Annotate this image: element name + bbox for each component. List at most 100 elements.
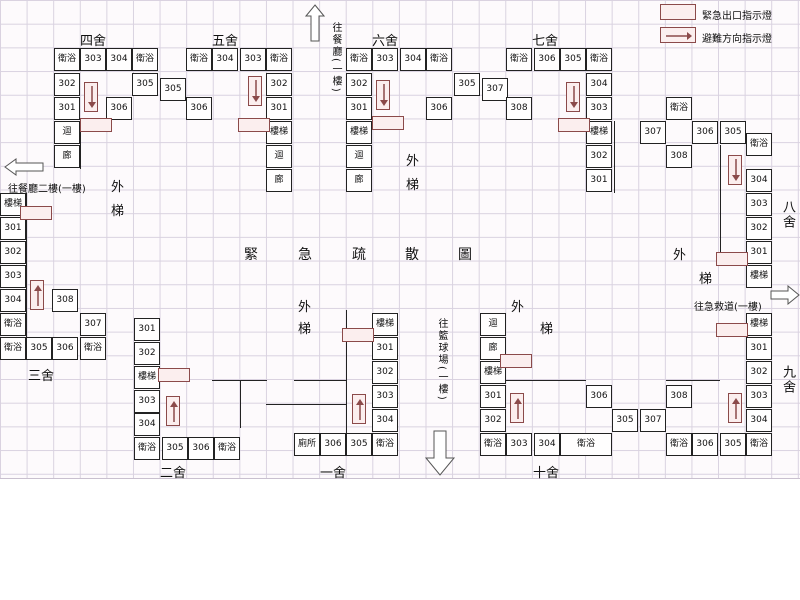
- room-305: 305: [160, 78, 186, 101]
- wall: [346, 310, 347, 433]
- room-304: 304: [212, 48, 238, 71]
- up-arrow-icon: [34, 285, 42, 306]
- room-306: 306: [426, 97, 452, 120]
- exit-indicator: [20, 206, 52, 220]
- room-306: 306: [320, 433, 346, 456]
- outer-stair-stair: 梯: [111, 204, 125, 219]
- wall: [506, 380, 586, 381]
- room-stairwell: 樓梯: [266, 121, 292, 144]
- title-char-4: 散: [405, 247, 419, 263]
- room-stairwell: 樓梯: [746, 265, 772, 288]
- room-301: 301: [346, 97, 372, 120]
- building-7-label: 七舍: [532, 34, 559, 49]
- legend-evac-swatch: [660, 27, 696, 43]
- exit-indicator: [238, 118, 270, 132]
- room-305: 305: [560, 48, 586, 71]
- direction-to-parking: 往籃球場(一樓): [436, 318, 447, 402]
- room-stairwell: 樓梯: [746, 313, 772, 336]
- exit-indicator: [716, 252, 748, 266]
- title-char-5: 圖: [458, 247, 472, 263]
- room-302: 302: [54, 73, 80, 96]
- room-bath: 衛浴: [80, 337, 106, 360]
- room-305: 305: [720, 121, 746, 144]
- down-arrow-icon: [252, 80, 260, 102]
- evac-indicator: [352, 394, 366, 424]
- room-301: 301: [586, 169, 612, 192]
- room-301: 301: [134, 318, 160, 341]
- exit-indicator: [342, 328, 374, 342]
- evac-indicator: [376, 80, 390, 110]
- wall: [212, 380, 267, 381]
- room-corridor: 廊: [346, 169, 372, 192]
- room-303: 303: [134, 390, 160, 413]
- room-304: 304: [134, 413, 160, 436]
- building-10-label: 十舍: [533, 466, 560, 481]
- room-corridor: 迴: [480, 313, 506, 336]
- building-9-label: 九舍: [780, 365, 795, 395]
- exit-indicator: [558, 118, 590, 132]
- room-306: 306: [692, 433, 718, 456]
- evac-indicator: [728, 393, 742, 423]
- room-bath: 衛浴: [214, 437, 240, 460]
- building-5-label: 五舍: [212, 34, 239, 49]
- room-306: 306: [534, 48, 560, 71]
- up-arrow-icon: [514, 398, 522, 419]
- room-305: 305: [132, 73, 158, 96]
- room-corridor: 迴: [54, 121, 80, 144]
- room-bath: 衛浴: [666, 97, 692, 120]
- outer-stair-out: 外: [406, 154, 420, 169]
- room-302: 302: [480, 409, 506, 432]
- room-302: 302: [372, 361, 398, 384]
- room-bath: 衛浴: [54, 48, 80, 71]
- building-6-label: 六舍: [372, 34, 399, 49]
- room-308: 308: [52, 289, 78, 312]
- outer-stair-stair: 梯: [406, 178, 420, 193]
- room-stairwell: 樓梯: [134, 366, 160, 389]
- wall: [294, 380, 346, 381]
- legend-evac-label: 避難方向指示燈: [702, 34, 772, 45]
- room-bath: 衛浴: [0, 337, 26, 360]
- down-arrow-icon: [570, 86, 578, 108]
- room-304: 304: [746, 169, 772, 192]
- room-304: 304: [586, 73, 612, 96]
- up-arrow-icon: [356, 399, 364, 420]
- room-wc: 廁所: [294, 433, 320, 456]
- evac-indicator: [728, 155, 742, 185]
- room-302: 302: [0, 241, 26, 264]
- room-303: 303: [0, 265, 26, 288]
- room-stairwell: 樓梯: [586, 121, 612, 144]
- room-bath: 衛浴: [426, 48, 452, 71]
- room-307: 307: [80, 313, 106, 336]
- up-arrow-icon: [170, 401, 178, 422]
- room-corridor: 廊: [54, 145, 80, 168]
- direction-to-hall: 往餐廳二樓(一樓): [8, 184, 86, 195]
- building-2-label: 二舍: [160, 466, 187, 481]
- room-302: 302: [746, 361, 772, 384]
- floor-plan: 緊急出口指示燈 避難方向指示燈 緊 急 疏 散 圖 四舍 五舍 六舍 七舍 三舍…: [0, 0, 800, 481]
- building-3-label: 三舍: [28, 369, 55, 384]
- evac-indicator: [30, 280, 44, 310]
- room-303: 303: [372, 385, 398, 408]
- room-308: 308: [666, 145, 692, 168]
- room-304: 304: [372, 409, 398, 432]
- room-306: 306: [106, 97, 132, 120]
- room-corridor: 迴: [266, 145, 292, 168]
- outer-stair-out: 外: [111, 180, 125, 195]
- room-bath: 衛浴: [480, 433, 506, 456]
- exit-indicator: [500, 354, 532, 368]
- down-arrow-icon: [88, 86, 96, 108]
- outer-stair-out: 外: [298, 300, 312, 315]
- room-bath: 衛浴: [266, 48, 292, 71]
- room-bath: 衛浴: [186, 48, 212, 71]
- legend-exit-swatch: [660, 4, 696, 20]
- outer-stair-stair: 梯: [298, 322, 312, 337]
- legend-exit-label: 緊急出口指示燈: [702, 11, 772, 22]
- room-301: 301: [372, 337, 398, 360]
- room-bath: 衛浴: [346, 48, 372, 71]
- room-303: 303: [372, 48, 398, 71]
- wall: [266, 404, 346, 405]
- room-301: 301: [746, 337, 772, 360]
- room-stairwell: 樓梯: [480, 361, 506, 384]
- room-306: 306: [586, 385, 612, 408]
- up-arrow-icon: [305, 4, 325, 42]
